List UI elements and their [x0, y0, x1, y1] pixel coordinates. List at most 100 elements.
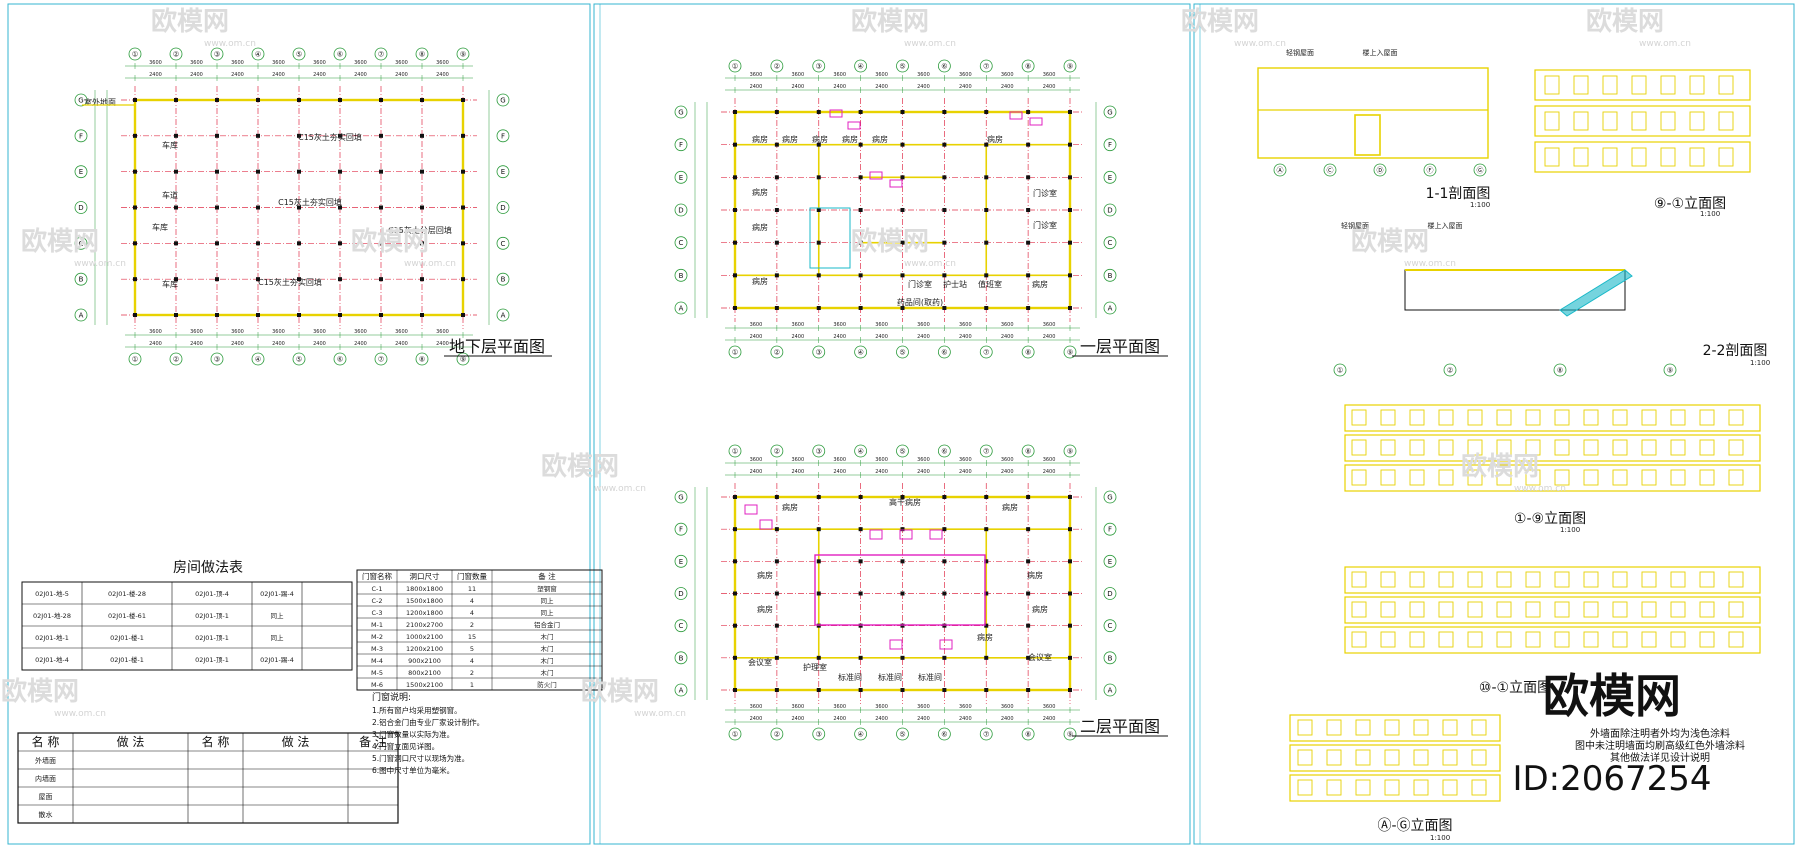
elev2-window	[1728, 409, 1744, 426]
column	[733, 142, 737, 147]
axis-right-bubble	[496, 308, 510, 322]
axis-left-bubble	[674, 619, 688, 633]
elev2-window	[1612, 409, 1628, 426]
elev2-window	[1728, 439, 1744, 456]
dimension-text: 3600	[791, 322, 804, 328]
axis-bottom-bubble-label: ④	[857, 731, 863, 739]
axis-bottom-bubble	[1021, 345, 1035, 359]
axis-left-bubble	[74, 93, 88, 107]
axis-bottom-bubble-label: ④	[255, 356, 261, 364]
column	[900, 273, 905, 278]
sheet2-frame	[593, 3, 1191, 845]
axis-bottom-bubble-label: ⑥	[337, 356, 343, 364]
column	[900, 559, 905, 564]
watermark-url: www.om.cn	[904, 259, 956, 269]
elev2-scale: 1:100	[1560, 526, 1580, 534]
room-schedule-cell: 02J01-地-28	[33, 611, 71, 620]
axis-bottom-bubble	[728, 727, 742, 741]
axis-bottom-bubble	[854, 345, 868, 359]
axis-bottom-bubble-label: ①	[132, 356, 138, 364]
axis-left-bubble-label: B	[79, 276, 84, 284]
elev2-window	[1409, 409, 1425, 426]
axis-top-bubble-label: ⑧	[1025, 448, 1031, 456]
axis-left-bubble-label: B	[679, 272, 684, 280]
elev3-title: ⑩-①立面图	[1479, 680, 1551, 696]
dimension-text: 3600	[149, 60, 162, 66]
brand-logo-text: 欧模网	[1543, 669, 1681, 723]
column	[733, 559, 737, 564]
dimension-text: 3600	[917, 457, 930, 463]
column	[984, 208, 989, 212]
basement-room-label: 车库	[162, 140, 178, 150]
dimension-text: 3600	[313, 329, 326, 335]
elev1-window	[1718, 147, 1734, 167]
axis-bottom-bubble-label: ⑥	[941, 731, 947, 739]
first-floor-room-label: 病房	[872, 134, 888, 144]
column	[338, 313, 342, 317]
axis-bottom-bubble	[1021, 727, 1035, 741]
method-table-header: 做 法	[282, 734, 310, 749]
elev2-window	[1380, 409, 1396, 426]
axis-right-bubble	[1103, 203, 1117, 217]
axis-left-bubble	[674, 301, 688, 315]
axis-left-bubble-label: D	[678, 590, 683, 598]
axis-top-bubble	[812, 59, 826, 73]
axis-right-bubble-label: E	[501, 168, 505, 176]
method-table	[17, 732, 399, 824]
basement-room-label: 车库	[162, 279, 178, 289]
column	[133, 169, 137, 174]
axis-left-bubble-label: E	[679, 558, 683, 566]
dimension-text: 3600	[1043, 72, 1056, 78]
axis-top-bubble-label: ⑤	[296, 51, 302, 59]
axis-right-bubble	[1103, 683, 1117, 697]
sheet3-frame	[1193, 3, 1795, 845]
column	[858, 175, 863, 180]
dimension-text: 3600	[750, 704, 763, 710]
dimension-text: 2400	[959, 84, 972, 90]
elev2-window	[1351, 409, 1367, 426]
elev2-band	[1344, 404, 1761, 432]
column	[133, 205, 137, 210]
elev4-band	[1289, 714, 1501, 742]
sanitary-fixture	[759, 519, 773, 530]
column	[774, 495, 779, 499]
elev-note-1: 外墙面除注明者外均为浅色涂料	[1590, 727, 1730, 740]
dimension-text: 2400	[750, 334, 763, 340]
axis-right-bubble	[1103, 268, 1117, 282]
axis-bottom-bubble-label: ⑨	[460, 356, 466, 364]
elev3-window	[1467, 571, 1483, 588]
elev3-window	[1438, 571, 1454, 588]
sanitary-fixture	[869, 171, 883, 180]
elev2-window	[1554, 439, 1570, 456]
axis-top-bubble	[1063, 444, 1077, 458]
axis-bottom-bubble	[770, 345, 784, 359]
axis-bottom-bubble-label: ②	[774, 731, 780, 739]
column	[174, 277, 178, 282]
column	[900, 688, 905, 692]
sanitary-fixture	[889, 639, 903, 650]
dimension-text: 2400	[231, 341, 244, 347]
watermark-url: www.om.cn	[54, 709, 106, 719]
axis-bottom-bubble-label: ①	[732, 731, 738, 739]
column	[774, 306, 779, 310]
column	[858, 306, 863, 310]
dimension-text: 3600	[833, 704, 846, 710]
watermark-brand: 欧模网	[1351, 226, 1429, 257]
door-table-cell: 同上	[541, 596, 555, 605]
door-table-cell: 防火门	[537, 680, 557, 689]
column	[984, 142, 989, 147]
dimension-text: 3600	[395, 60, 408, 66]
axis-left-bubble	[674, 236, 688, 250]
axis-left-bubble	[674, 268, 688, 282]
elev2-window	[1467, 469, 1483, 486]
axis-bottom-bubble	[896, 345, 909, 359]
axis-right-bubble-label: E	[1108, 174, 1112, 182]
column	[379, 277, 383, 282]
id-label: ID:2067254	[1512, 759, 1711, 799]
elev1-window	[1718, 75, 1734, 95]
elev4-window	[1297, 779, 1313, 796]
axis-left-bubble	[74, 129, 88, 143]
method-table-header: 名 称	[202, 734, 230, 749]
